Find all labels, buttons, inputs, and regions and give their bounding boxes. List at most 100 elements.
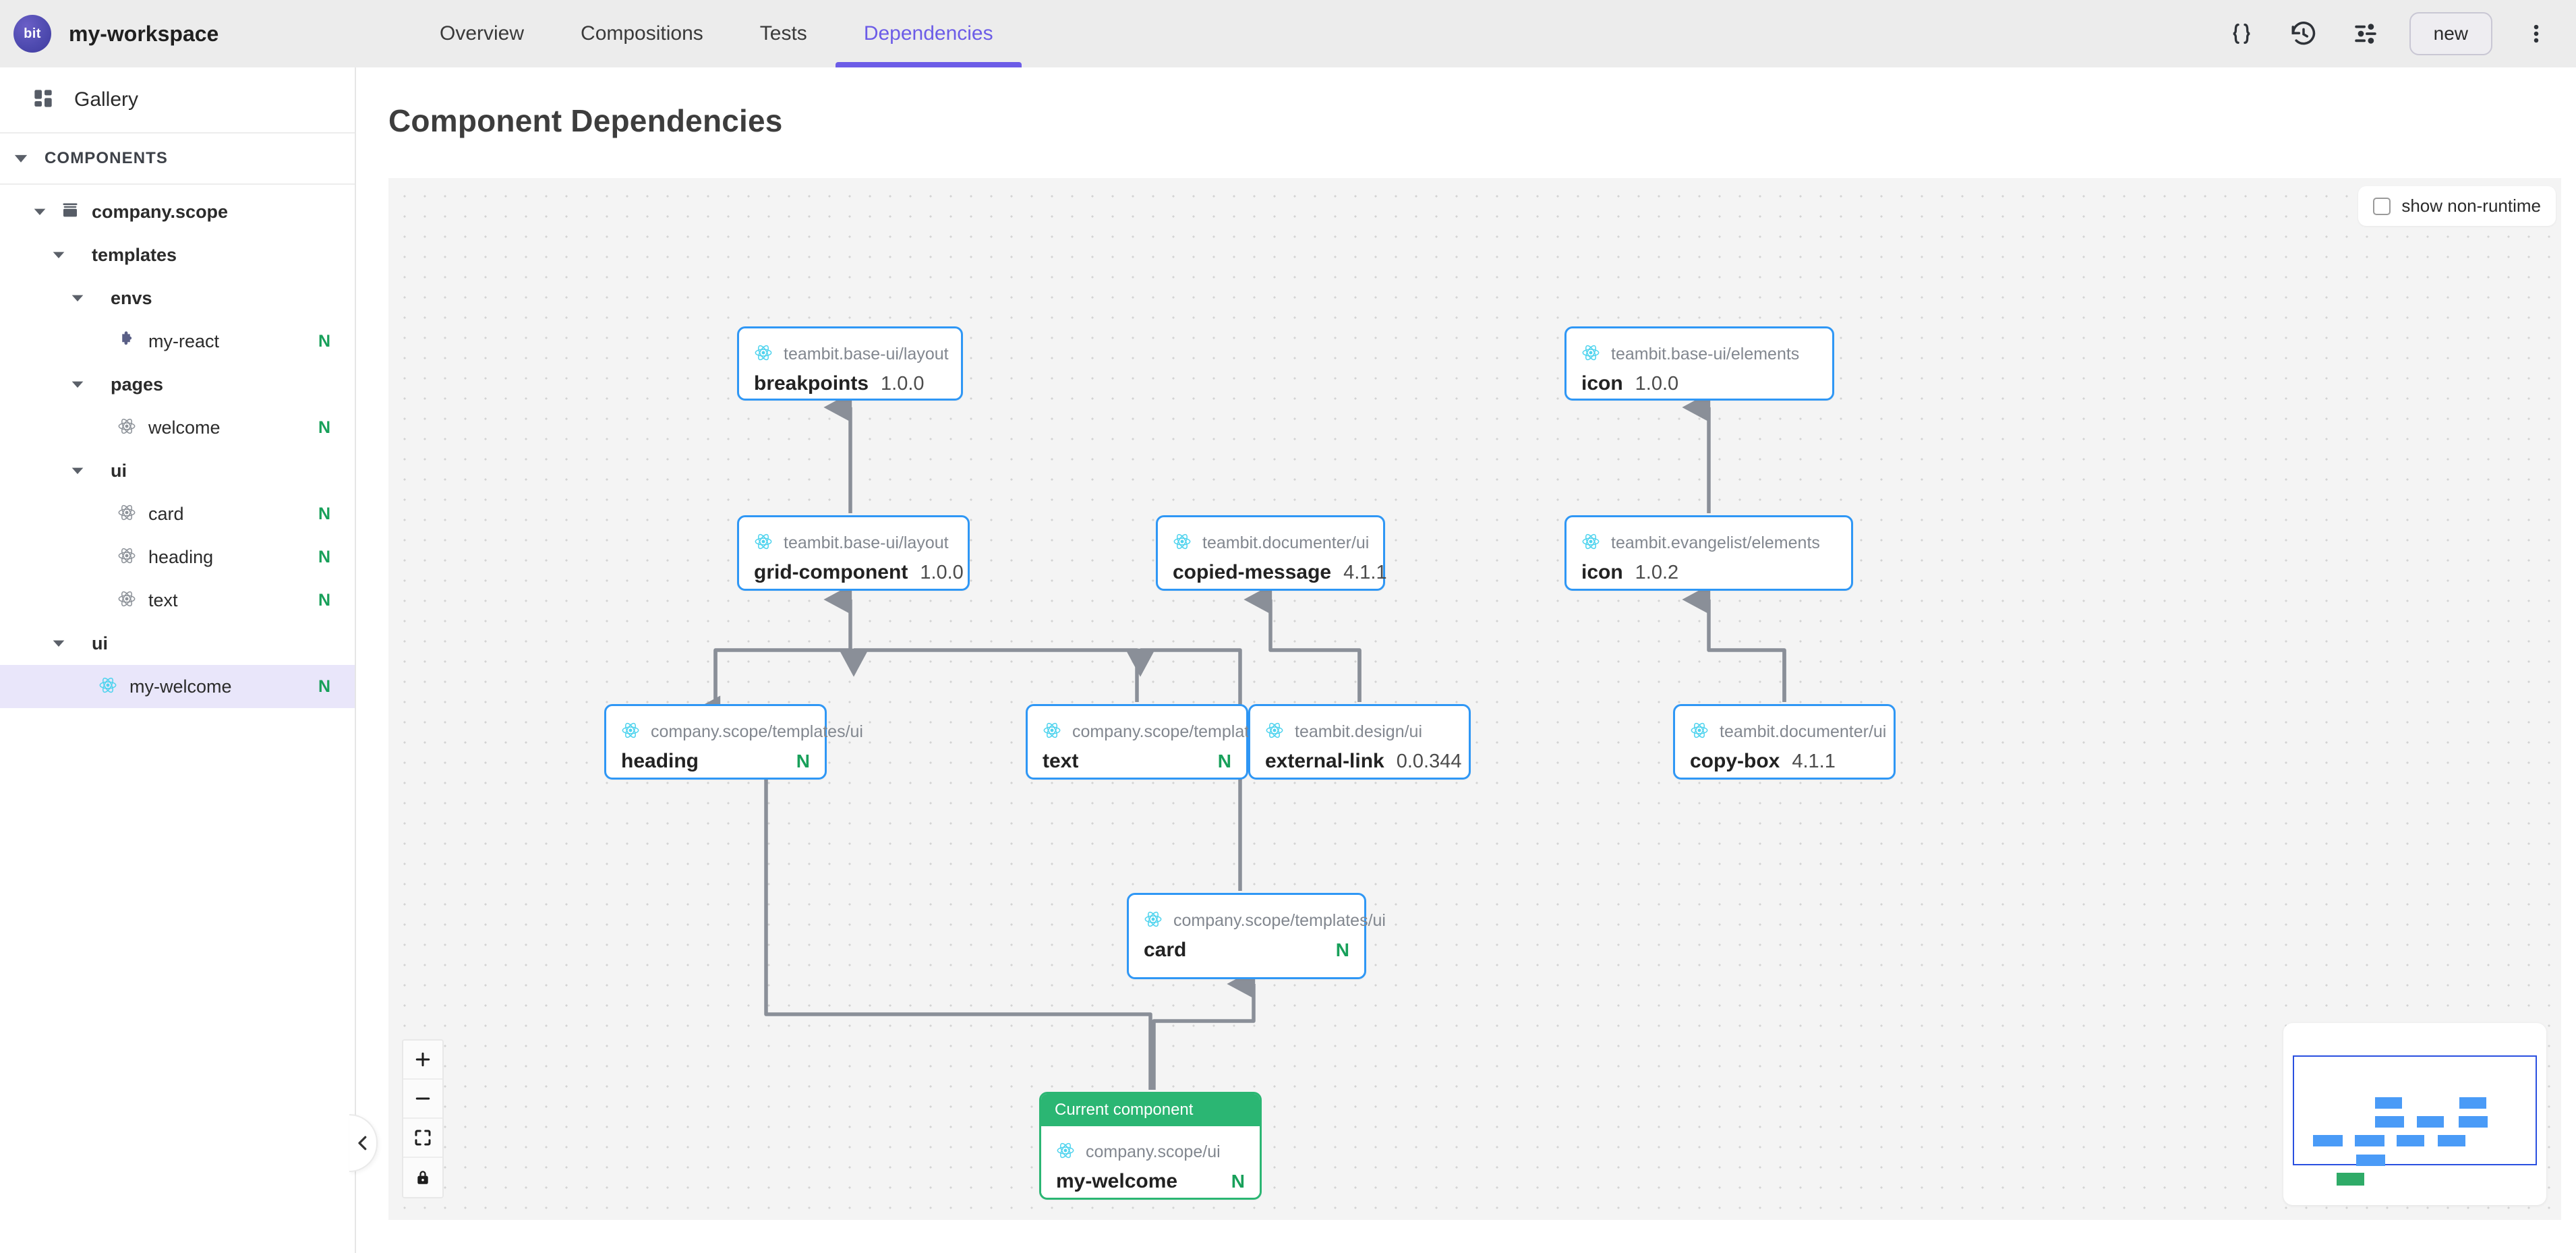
node-scope-name: teambit.base-ui/layout (784, 533, 949, 552)
zoom-controls (402, 1039, 444, 1198)
tab-compositions[interactable]: Compositions (581, 22, 703, 45)
workspace-name: my-workspace (69, 21, 219, 46)
node-scope-name: teambit.design/ui (1295, 722, 1423, 741)
node-scope-name: teambit.documenter/ui (1202, 533, 1370, 552)
node-scope-name: company.scope/templates/ui (651, 722, 863, 741)
node-version: 1.0.0 (881, 373, 925, 395)
sidebar-item-my-welcome[interactable]: my-welcome N (0, 665, 355, 708)
fit-view-button[interactable] (403, 1119, 442, 1158)
chevron-left-icon (358, 1136, 367, 1150)
settings-sliders-icon[interactable] (2347, 16, 2384, 52)
dependency-graph-canvas[interactable]: show non-runtime (388, 178, 2561, 1220)
node-scope-name: teambit.documenter/ui (1720, 722, 1887, 741)
sidebar-item-ui[interactable]: ui (0, 449, 355, 492)
react-icon (1144, 910, 1163, 932)
node-scope-row: teambit.documenter/ui (1675, 706, 1894, 743)
react-icon (1581, 343, 1600, 366)
node-scope-name: teambit.base-ui/layout (784, 345, 949, 363)
more-vertical-icon[interactable] (2518, 16, 2554, 52)
tree-item-label: text (148, 589, 178, 610)
sidebar-item-ui[interactable]: ui (0, 622, 355, 665)
gallery-label: Gallery (74, 88, 139, 111)
sidebar-item-templates[interactable]: templates (0, 233, 355, 276)
top-bar-actions: new (2223, 12, 2576, 55)
tree-item-label: my-react (148, 330, 220, 351)
minimap-node (2459, 1097, 2486, 1109)
node-scope-row: teambit.design/ui (1250, 706, 1469, 743)
zoom-in-button[interactable] (403, 1041, 442, 1080)
components-section-header[interactable]: COMPONENTS (0, 134, 355, 185)
graph-minimap[interactable] (2283, 1023, 2546, 1205)
new-button[interactable]: new (2409, 12, 2492, 55)
zoom-out-button[interactable] (403, 1080, 442, 1119)
node-version: 1.0.2 (1635, 562, 1679, 583)
chevron-down-icon[interactable] (50, 635, 67, 652)
scope-box-icon (61, 201, 80, 223)
show-non-runtime-checkbox[interactable] (2373, 197, 2391, 215)
show-non-runtime-control[interactable]: show non-runtime (2358, 186, 2556, 226)
status-badge: N (318, 504, 330, 523)
react-icon (117, 589, 136, 612)
graph-edges (692, 392, 1786, 1090)
node-component-name: breakpoints (754, 372, 869, 395)
react-icon (754, 343, 773, 366)
react-icon (1265, 721, 1284, 743)
code-braces-icon[interactable] (2223, 16, 2260, 52)
sidebar-item-envs[interactable]: envs (0, 276, 355, 320)
status-badge: N (318, 676, 330, 696)
workspace-brand[interactable]: my-workspace (0, 15, 337, 53)
node-scope-row: company.scope/templates/ui (1129, 895, 1386, 932)
react-icon (117, 417, 136, 439)
chevron-down-icon[interactable] (69, 376, 86, 393)
node-status-badge: N (796, 751, 810, 771)
tab-overview[interactable]: Overview (440, 22, 525, 45)
history-icon[interactable] (2285, 16, 2322, 52)
tab-tests[interactable]: Tests (759, 22, 807, 45)
minimap-node (2337, 1173, 2364, 1186)
chevron-down-icon[interactable] (50, 246, 67, 264)
node-scope-row: teambit.documenter/ui (1158, 517, 1383, 554)
tree-item-label: my-welcome (129, 676, 232, 697)
node-component-name: external-link (1265, 750, 1384, 772)
tree-item-label: templates (92, 244, 177, 265)
chevron-down-icon[interactable] (69, 289, 86, 307)
sidebar-item-pages[interactable]: pages (0, 363, 355, 406)
node-component-name: icon (1581, 372, 1623, 395)
tab-dependencies[interactable]: Dependencies (835, 0, 1022, 67)
node-scope-row: company.scope/templates/ui (1028, 706, 1285, 743)
chevron-down-icon (12, 150, 30, 167)
minimap-viewport[interactable] (2293, 1055, 2537, 1186)
lock-button[interactable] (403, 1158, 442, 1197)
chevron-down-icon[interactable] (31, 203, 49, 221)
node-component-name: card (1144, 939, 1187, 961)
sidebar-item-company-scope[interactable]: company.scope (0, 190, 355, 233)
tree-spacer (88, 505, 105, 523)
sidebar-item-gallery[interactable]: Gallery (0, 67, 355, 134)
puzzle-icon (117, 330, 136, 353)
graph-node-breakpoints[interactable]: teambit.base-ui/layout breakpoints 1.0.0 (737, 326, 963, 401)
react-icon (1043, 721, 1061, 743)
node-component-name: grid-component (754, 561, 908, 583)
minimap-node (2459, 1116, 2488, 1128)
chevron-down-icon[interactable] (69, 462, 86, 479)
